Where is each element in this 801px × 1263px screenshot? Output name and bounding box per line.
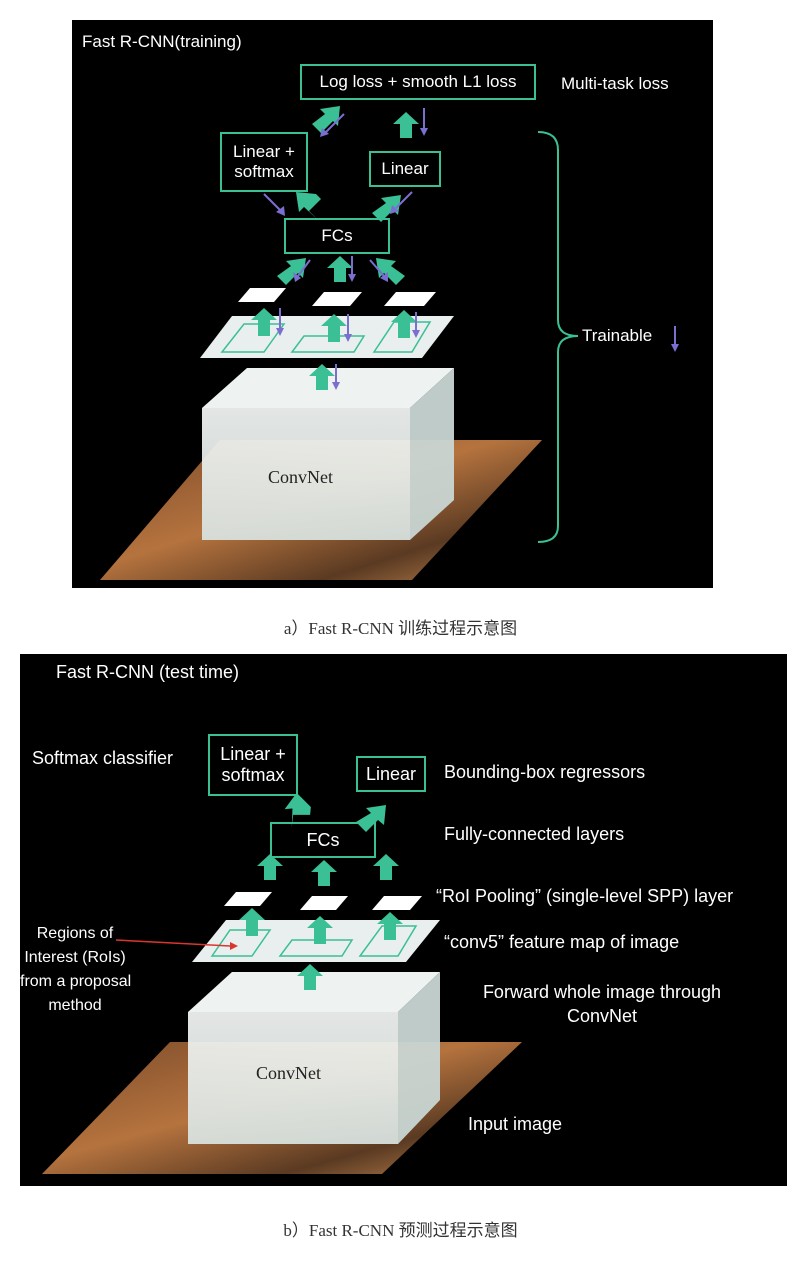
training-diagram-panel: Fast R-CNN(training) Log loss + smooth L… (72, 20, 713, 588)
forward-arrows (239, 792, 403, 990)
forward-label: Forward whole image through ConvNet (452, 980, 752, 1028)
diagram-title: Fast R-CNN (test time) (56, 662, 240, 682)
test-diagram-graphics (42, 792, 522, 1174)
forward-arrows (251, 106, 419, 390)
pooled-roi-tile (224, 892, 272, 906)
fcs-box: FCs (270, 822, 376, 858)
rois-line: method (48, 997, 102, 1014)
linear-softmax-box: Linear + softmax (208, 734, 298, 796)
linear-softmax-line: softmax (234, 162, 294, 181)
linear-softmax-line: Linear + (233, 142, 295, 162)
roi-region (372, 321, 432, 353)
linear-softmax-line: softmax (221, 765, 285, 785)
convnet-box-top (188, 972, 440, 1012)
forward-line: Forward whole image through (482, 982, 722, 1002)
pooled-roi-tile (238, 288, 286, 302)
trainable-bracket (537, 131, 579, 543)
roi-pointer-arrow (115, 939, 238, 950)
convnet-box-side (410, 368, 454, 540)
convnet-label: ConvNet (268, 467, 333, 487)
roi-pooling-label: “RoI Pooling” (single-level SPP) layer (436, 886, 734, 906)
rois-line: from a proposal (20, 973, 132, 990)
convnet-box-front (202, 408, 410, 540)
trainable-label: Trainable (582, 326, 653, 345)
diagram-title: Fast R-CNN(training) (82, 32, 242, 51)
rois-label: Regions of Interest (RoIs) from a propos… (20, 922, 132, 1018)
backward-arrows (263, 108, 428, 390)
caption-b: b）Fast R-CNN 预测过程示意图 (283, 1221, 518, 1240)
rois-line: Interest (RoIs) (24, 949, 126, 966)
convnet-label: ConvNet (256, 1063, 321, 1083)
caption-a: a）Fast R-CNN 训练过程示意图 (283, 619, 518, 638)
convnet-box-side (398, 972, 440, 1144)
roi-region (278, 939, 354, 957)
roi-region (220, 323, 286, 353)
roi-region (210, 929, 272, 957)
training-diagram-graphics (100, 106, 679, 580)
softmax-classifier-label: Softmax classifier (32, 748, 174, 768)
test-diagram-panel: Fast R-CNN (test time) Softmax classifie… (20, 654, 787, 1186)
pooled-roi-tile (300, 896, 348, 910)
pooled-roi-tile (384, 292, 436, 306)
fcs-box: FCs (284, 218, 390, 254)
rois-line: Regions of (36, 925, 114, 942)
convnet-box-front (188, 1012, 398, 1144)
loss-box: Log loss + smooth L1 loss (300, 64, 536, 100)
trainable-arrow (671, 326, 679, 352)
linear-box: Linear (356, 756, 426, 792)
forward-line: ConvNet (566, 1006, 638, 1026)
conv5-label: “conv5” feature map of image (444, 932, 680, 952)
roi-region (358, 925, 418, 957)
pooled-roi-tile (372, 896, 422, 910)
input-image-label: Input image (468, 1114, 563, 1134)
pooled-roi-tile (312, 292, 362, 306)
roi-region (290, 335, 366, 353)
multitask-loss-label: Multi-task loss (561, 74, 669, 93)
linear-softmax-box: Linear + softmax (220, 132, 308, 192)
linear-softmax-line: Linear + (220, 744, 286, 765)
bbox-regressors-label: Bounding-box regressors (444, 762, 646, 782)
linear-box: Linear (369, 151, 441, 187)
fully-connected-label: Fully-connected layers (444, 824, 625, 844)
